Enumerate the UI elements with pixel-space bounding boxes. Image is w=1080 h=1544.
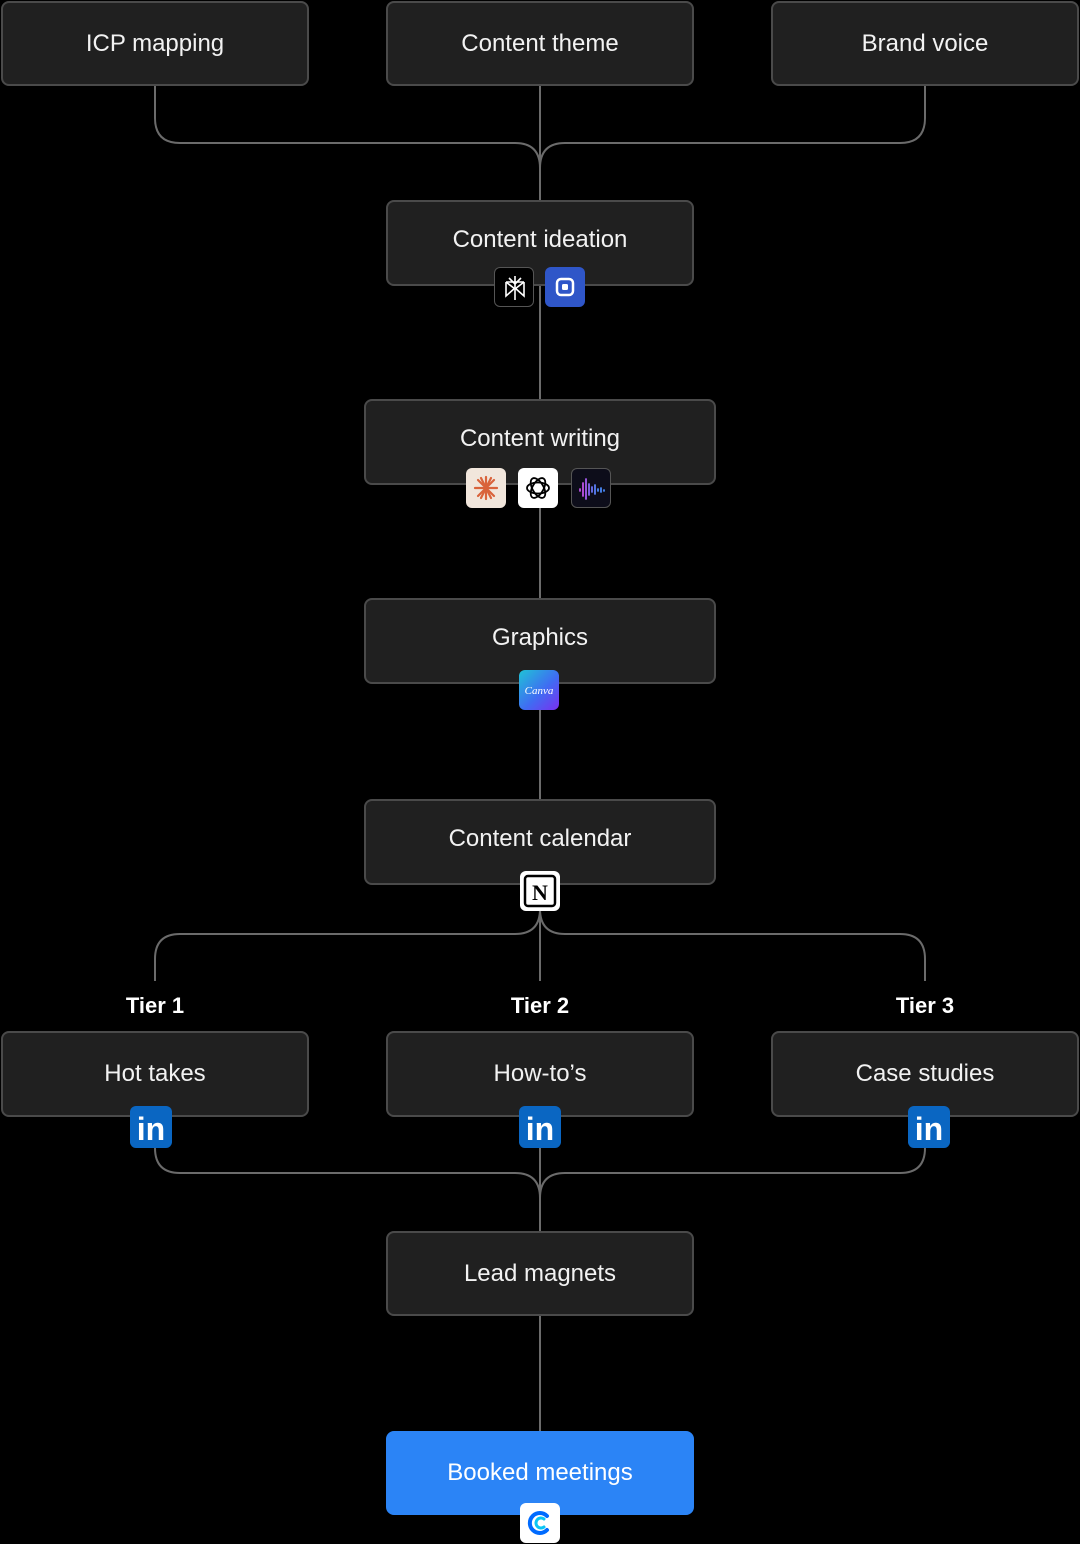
- tier-2-label: Tier 2: [510, 993, 570, 1018]
- booked-meetings-label: Booked meetings: [447, 1459, 633, 1486]
- content-theme-node: Content theme: [386, 1, 694, 86]
- content-writing-label: Content writing: [459, 425, 621, 452]
- lead-magnets-node: Lead magnets: [386, 1231, 694, 1316]
- linkedin-wordmark: in: [137, 1111, 165, 1147]
- content-ideation-label: Content ideation: [452, 226, 628, 253]
- brand-voice-label: Brand voice: [861, 29, 989, 57]
- icp-mapping-node: ICP mapping: [1, 1, 309, 86]
- openai-icon: [518, 468, 558, 508]
- claude-icon: [466, 468, 506, 508]
- tier-1-label: Tier 1: [125, 993, 185, 1018]
- linkedin-wordmark: in: [526, 1111, 554, 1147]
- case-studies-node: Case studies: [771, 1031, 1079, 1117]
- linkedin-icon: in: [519, 1106, 561, 1148]
- graphics-node: Graphics: [364, 598, 716, 684]
- content-ideation-node: Content ideation: [386, 200, 694, 286]
- case-studies-label: Case studies: [855, 1060, 995, 1087]
- content-theme-label: Content theme: [461, 29, 619, 57]
- canva-wordmark: Canva: [525, 685, 554, 697]
- canva-icon: Canva: [519, 670, 559, 710]
- booked-meetings-node: Booked meetings: [386, 1431, 694, 1515]
- waveform-icon: [571, 468, 611, 508]
- content-calendar-label: Content calendar: [448, 825, 632, 852]
- hot-takes-label: Hot takes: [104, 1060, 206, 1087]
- linkedin-icon: in: [908, 1106, 950, 1148]
- tier-3-label: Tier 3: [895, 993, 955, 1018]
- hot-takes-node: Hot takes: [1, 1031, 309, 1117]
- linkedin-wordmark: in: [915, 1111, 943, 1147]
- graphics-label: Graphics: [491, 624, 589, 651]
- perplexity-icon: [494, 267, 534, 307]
- linkedin-icon: in: [130, 1106, 172, 1148]
- lead-magnets-label: Lead magnets: [463, 1259, 617, 1287]
- icp-mapping-label: ICP mapping: [85, 29, 225, 57]
- calendly-icon: [520, 1503, 560, 1543]
- how-tos-label: How-to’s: [493, 1060, 587, 1087]
- content-calendar-node: Content calendar: [364, 799, 716, 885]
- square-app-icon: [545, 267, 585, 307]
- how-tos-node: How-to’s: [386, 1031, 694, 1117]
- brand-voice-node: Brand voice: [771, 1, 1079, 86]
- notion-letter: N: [532, 880, 548, 905]
- notion-icon: N: [520, 871, 560, 911]
